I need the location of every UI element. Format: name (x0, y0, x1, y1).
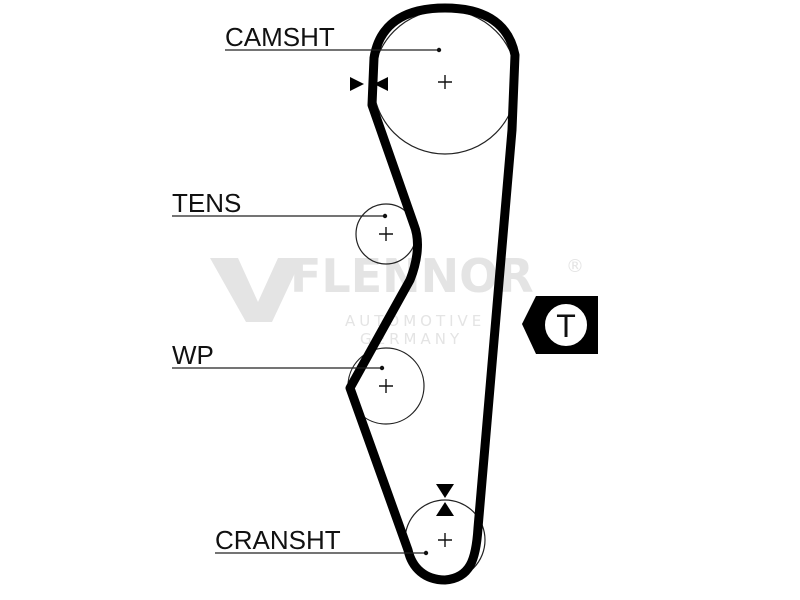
leader-dots (379, 47, 442, 556)
tension-marker-circle (543, 302, 589, 348)
crankshaft-timing-mark-icon (436, 484, 454, 516)
watermark-logo-icon (210, 258, 302, 322)
tension-arrow-icon (522, 316, 532, 325)
watermark-line1: AUTOMOTIVE (345, 312, 485, 330)
timing-belt (345, 3, 520, 585)
water-pump-leader-dot (379, 365, 385, 371)
crankshaft-label: CRANSHT (215, 525, 341, 555)
camshaft-centre-cross (438, 75, 452, 89)
crankshaft-leader-dot (423, 550, 429, 556)
water-pump-centre-cross (379, 379, 393, 393)
camshaft-label: CAMSHT (225, 22, 335, 52)
water-pump-label: WP (172, 340, 214, 370)
tensioner-label: TENS (172, 188, 241, 218)
camshaft-leader-dot (436, 47, 442, 53)
tension-marker-letter: T (556, 308, 576, 344)
crankshaft-centre-cross (438, 533, 452, 547)
camshaft-timing-mark-icon (350, 77, 388, 91)
tensioner-centre-cross (379, 227, 393, 241)
pulley-centres (379, 75, 452, 547)
tension-marker: T (522, 296, 598, 354)
leader-lines (172, 49, 437, 554)
watermark-registered: ® (566, 256, 584, 277)
tensioner-leader-dot (382, 213, 388, 219)
